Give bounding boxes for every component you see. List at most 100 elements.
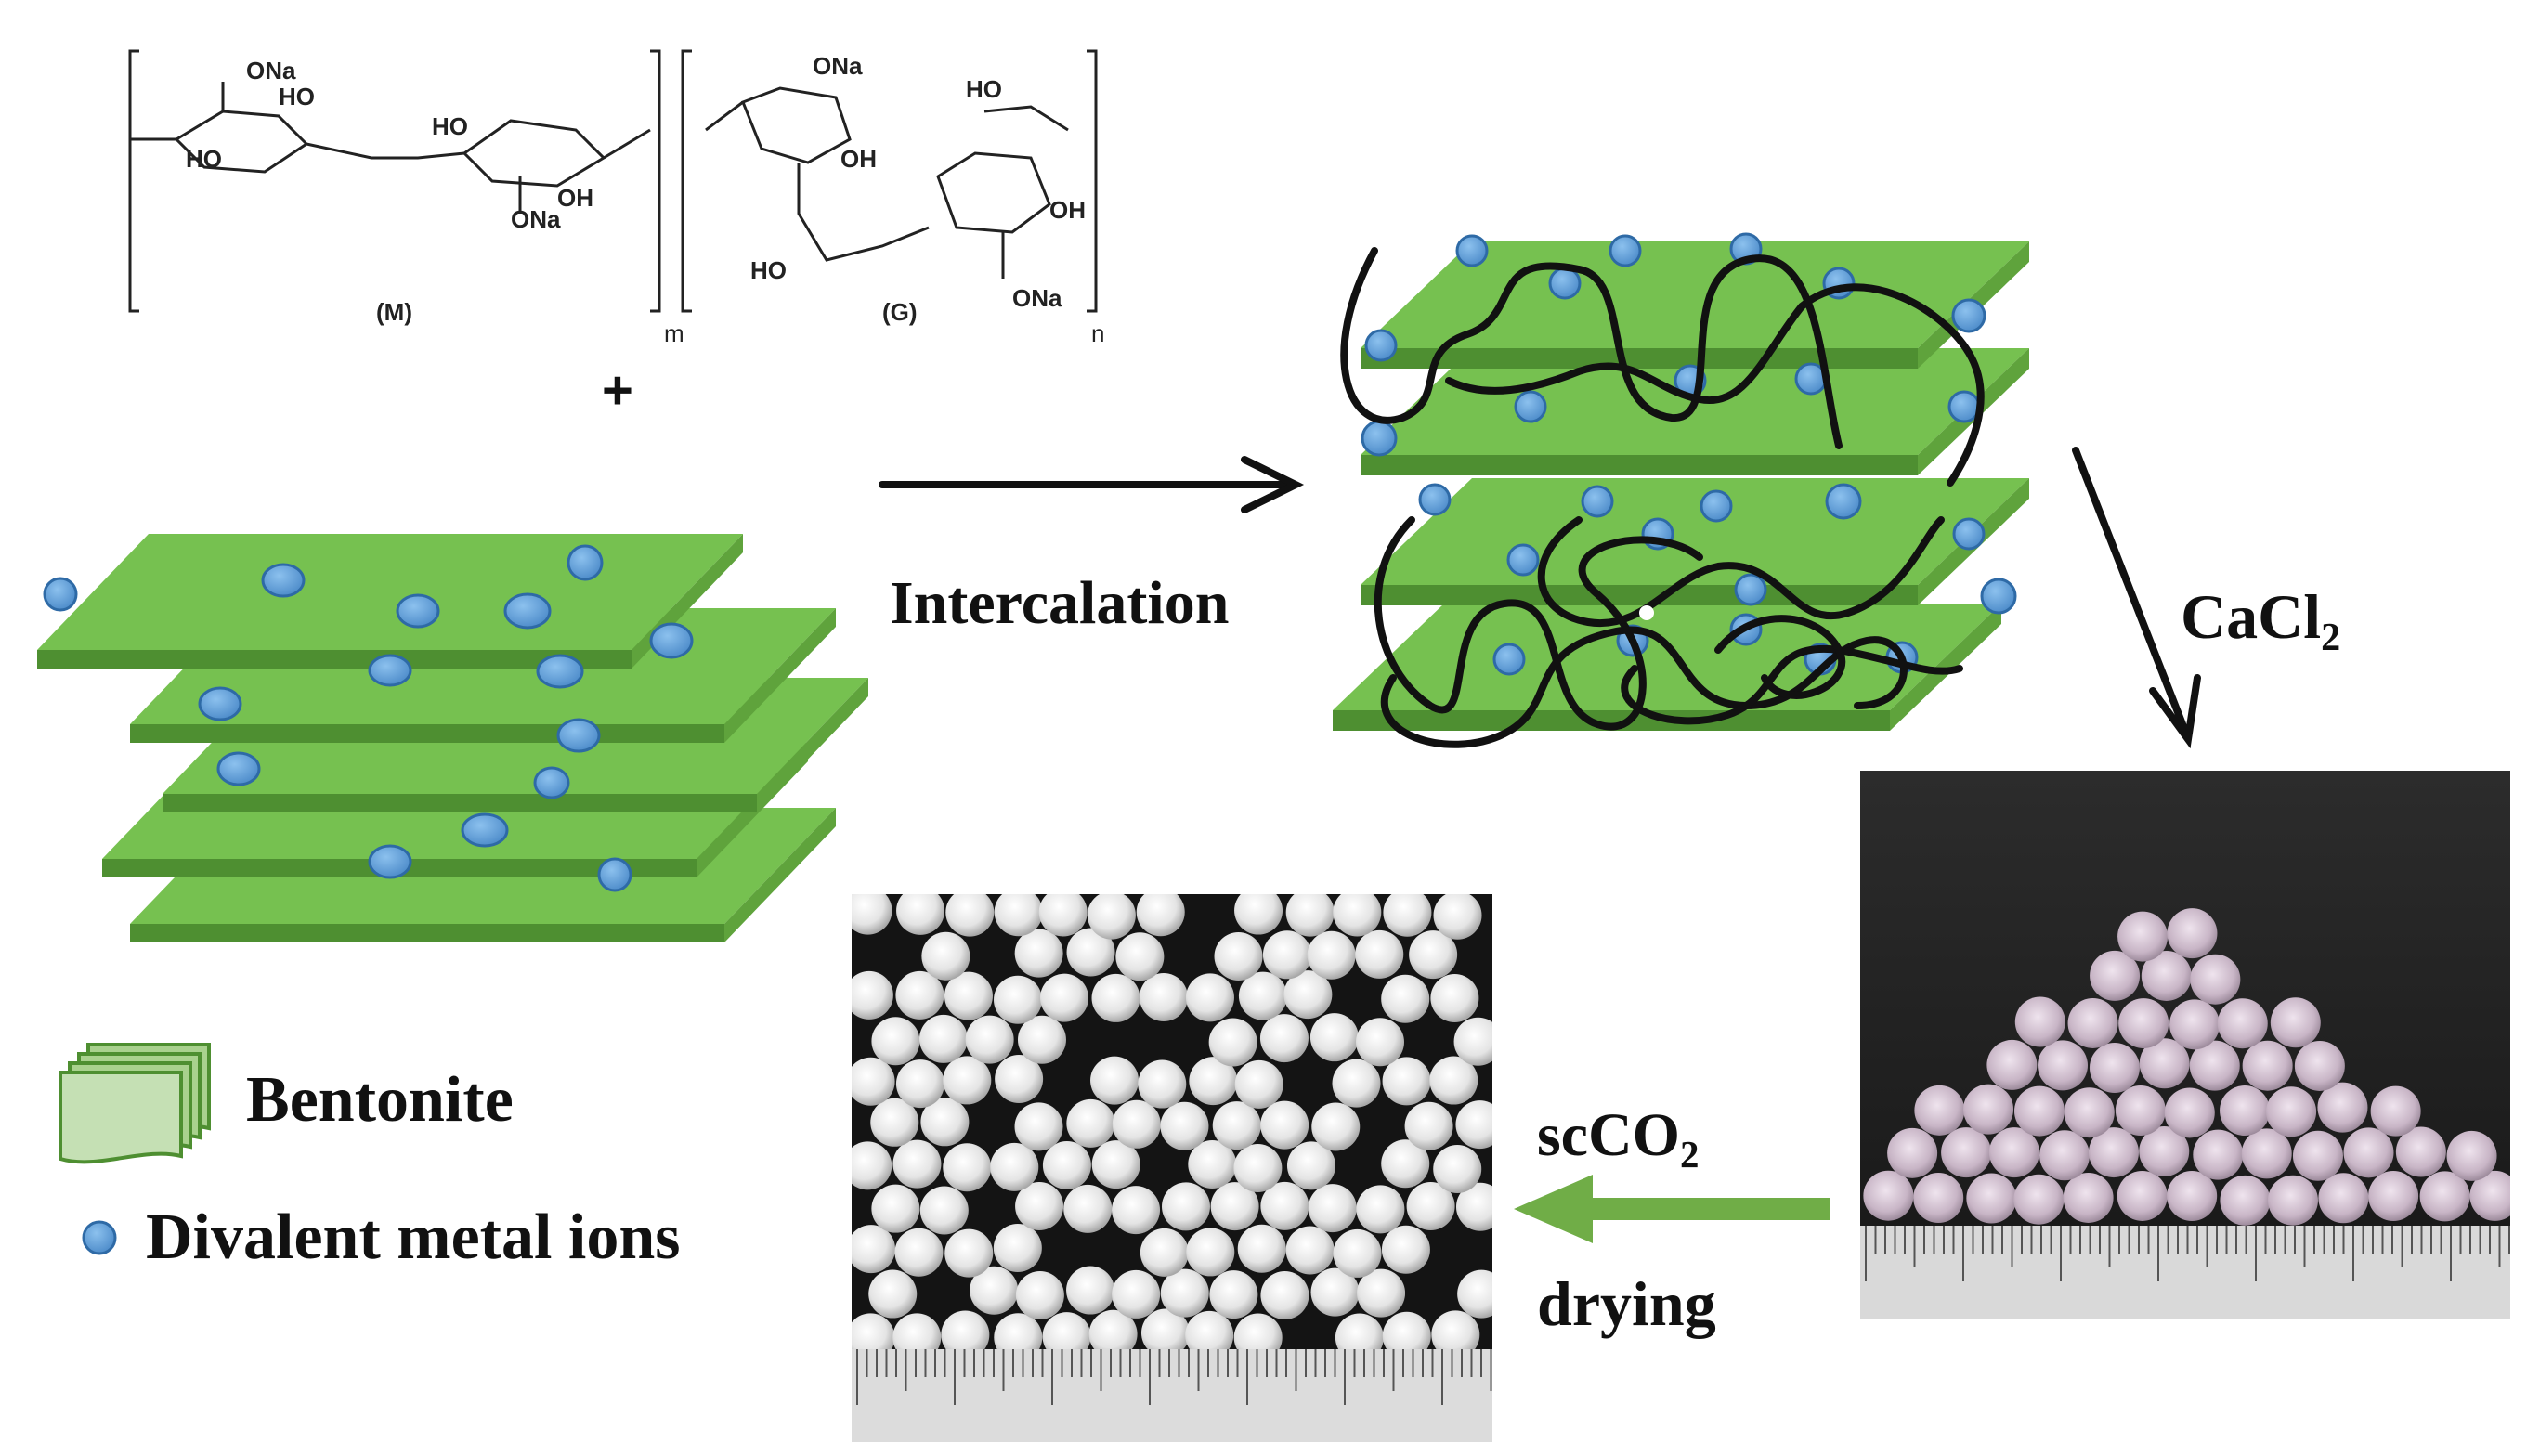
wet-bead [1913,1173,1964,1224]
dried-bead [1063,1184,1113,1233]
wet-bead [2292,1130,2343,1181]
wet-bead [2063,1172,2114,1223]
dried-bead [1112,1269,1161,1319]
dried-bead [965,1015,1014,1064]
dried-bead [1262,930,1311,980]
dried-bead [993,1224,1042,1273]
wet-bead [2039,1130,2091,1181]
scco2-main: scCO [1537,1101,1680,1169]
ona-label-4: ONa [1012,284,1062,312]
dried-bead [852,894,892,935]
alginate-structure [128,49,1098,313]
dried-bead [1259,1014,1309,1063]
dried-bead [1234,894,1283,935]
wet-bead [2266,1086,2317,1138]
dried-bead [1285,1226,1335,1275]
cacl2-arrow [2072,447,2201,749]
ona-label-3: ONa [813,52,863,80]
metal-ion [1700,489,1733,523]
wet-bead [2343,1127,2394,1178]
dried-bead [892,1139,942,1189]
dried-bead [1234,1060,1283,1109]
dried-bead [944,971,993,1020]
scco2-subscript: 2 [1679,1134,1700,1176]
dried-bead [895,970,944,1020]
wet-bead [2117,1170,2168,1221]
dried-bead [852,1225,896,1274]
sheet-side [724,608,836,743]
dried-bead [1015,1271,1064,1320]
dried-bead [1233,1144,1283,1193]
sheet-side [757,678,868,812]
dried-bead [1381,974,1430,1023]
dried-bead [868,1269,918,1319]
dried-bead [943,1056,992,1105]
dried-bead [1260,1270,1309,1320]
dried-bead [1112,1186,1161,1235]
bracket-left [128,49,139,313]
metal-ion [461,812,509,848]
metal-ion [567,544,604,581]
dried-bead [1042,1312,1091,1361]
dried-bead [1429,1056,1478,1105]
dried-bead [1382,1311,1431,1360]
dried-bead [871,1017,920,1066]
unit-g-label: (G) [882,298,918,326]
dried-bead [1139,972,1188,1021]
metal-ion [1947,390,1981,423]
wet-bead [2067,997,2118,1048]
ho-label-5: HO [966,75,1002,103]
metal-ion [1506,543,1540,577]
dried-bead [1333,1228,1382,1278]
wet-bead [1941,1127,1992,1178]
oh-label-1: OH [557,184,593,212]
bracket-right [1087,49,1098,313]
ho-label-1: HO [279,83,315,110]
cacl2-subscript: 2 [2321,616,2341,660]
wet-bead [2242,1040,2293,1091]
wet-bead [2193,1129,2244,1180]
dried-bead [852,1057,895,1106]
wet-bead [1988,1127,2039,1178]
dried-bead [1115,932,1165,982]
dried-bead [1311,1102,1361,1151]
wet-bead [2089,1042,2140,1093]
sheet-top [37,534,743,650]
dried-bead [1332,1059,1381,1108]
metal-ion [396,593,440,629]
dried-bead [943,1143,992,1192]
wet-bead [1986,1039,2038,1090]
dried-bead [871,1184,920,1233]
dried-bead [1355,930,1404,979]
alginate-chains [1340,247,1985,748]
metal-ion [1455,234,1489,267]
wet-bead [2139,1126,2190,1177]
metal-ion [1514,390,1547,423]
subscript-n: n [1091,319,1104,347]
dried-bead [918,1014,968,1063]
wet-bead [2317,1082,2368,1133]
dried-bead [1210,1182,1259,1231]
metal-ion [1492,643,1526,676]
unit-m-label: (M) [376,298,412,326]
dried-bead [1189,1057,1238,1106]
dried-bead [945,894,995,937]
dried-bead [1333,894,1382,937]
wet-bead [2038,1040,2089,1091]
dried-bead [1136,894,1185,937]
metal-ion [1361,420,1398,457]
dried-bead [1433,894,1482,940]
intercalation-arrow [879,456,1305,514]
dried-bead [1238,971,1287,1020]
sheet-front [163,794,757,812]
wet-bead [2220,1175,2271,1226]
wet-bead [1963,1084,2014,1135]
dried-bead [1066,1098,1115,1148]
wet-bead [2368,1171,2419,1222]
sheet-front [1361,455,1918,475]
dried-bead [1112,1099,1161,1149]
dried-bead [1433,1144,1482,1193]
ring-g1 [741,86,852,164]
dried-beads-photo [852,894,1492,1442]
wet-bead [2446,1130,2497,1181]
